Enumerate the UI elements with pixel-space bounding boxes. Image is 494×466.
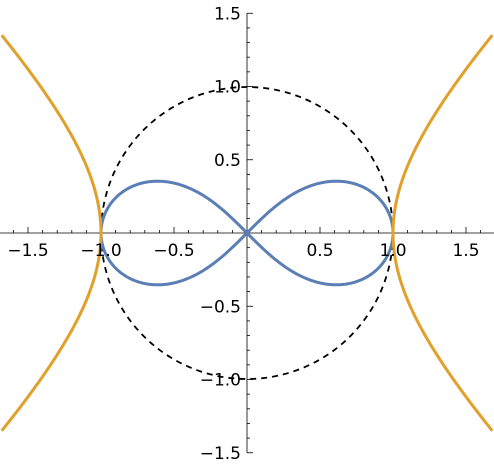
x-tick-label: −1.0 (80, 241, 121, 261)
y-tick-label: −1.5 (200, 444, 241, 464)
y-tick-label: −0.5 (200, 297, 241, 317)
tick-labels: −1.5 −1.0 −0.5 0.5 1.0 1.5 −1.5 −1.0 −0.5 0.5 1.0 1… (7, 4, 479, 464)
x-tick-label: −0.5 (153, 241, 194, 261)
x-tick-label: 1.0 (379, 241, 406, 261)
hyperbola-right-branch (391, 34, 494, 432)
curves (0, 34, 494, 432)
x-tick-label: −1.5 (7, 241, 48, 261)
x-tick-label: 0.5 (306, 241, 333, 261)
y-tick-label: 0.5 (214, 151, 241, 171)
hyperbola-left-branch (0, 34, 103, 432)
y-tick-label: 1.0 (214, 78, 241, 98)
lemniscate-curve (99, 179, 395, 287)
tick-marks (12, 12, 482, 454)
x-tick-label: 1.5 (452, 241, 479, 261)
y-tick-label: −1.0 (200, 371, 241, 391)
y-tick-label: 1.5 (214, 4, 241, 24)
